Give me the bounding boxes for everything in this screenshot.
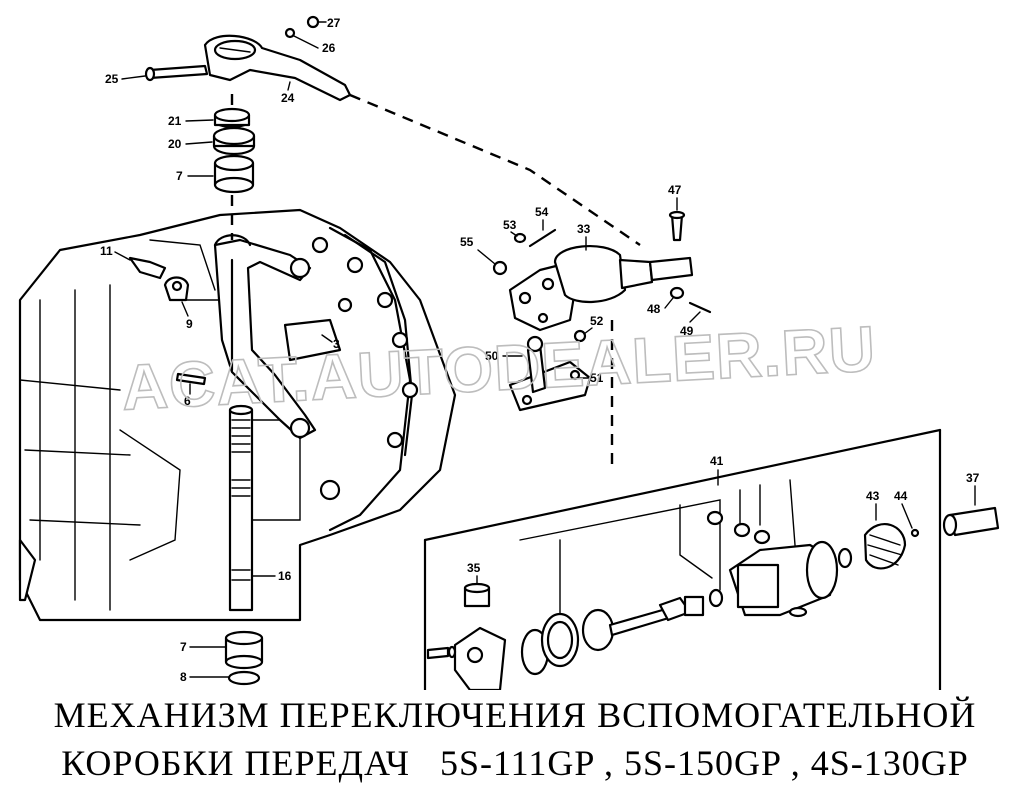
shift-fork [213,234,317,440]
gearbox-housing [18,208,457,622]
lever-assembly [128,15,352,686]
callout-26: 26 [322,41,336,55]
callout-37: 37 [966,471,980,485]
diagram-title-line2: КОРОБКИ ПЕРЕДАЧ 5S-111GP , 5S-150GP , 4S… [61,743,969,783]
callout-44: 44 [894,489,908,503]
shift-shaft [228,404,254,612]
callout-24: 24 [281,91,295,105]
callout-51: 51 [590,371,604,385]
diagram-title-line1: МЕХАНИЗМ ПЕРЕКЛЮЧЕНИЯ ВСПОМОГАТЕЛЬНОЙ [53,695,977,735]
callout-50: 50 [485,349,499,363]
callout-55: 55 [460,235,474,249]
callout-3: 3 [333,337,340,351]
callout-7-top: 7 [176,169,183,183]
callout-7-bottom: 7 [180,640,187,654]
callout-52: 52 [590,314,604,328]
callout-6: 6 [184,394,191,408]
callout-25: 25 [105,72,119,86]
callout-53: 53 [503,218,517,232]
callout-8: 8 [180,670,187,684]
callout-11: 11 [100,244,113,258]
callout-21: 21 [168,114,182,128]
callout-33: 33 [577,222,591,236]
callout-9: 9 [186,317,193,331]
callout-20: 20 [168,137,182,151]
leader-dash-upper [349,93,641,246]
callout-47: 47 [668,183,682,197]
callout-labels: 27 26 25 24 21 20 7 11 9 3 6 16 7 8 47 5… [100,16,980,684]
callout-16: 16 [278,569,292,583]
callout-54: 54 [535,205,549,219]
exploded-view-diagram: 27 26 25 24 21 20 7 11 9 3 6 16 7 8 47 5… [18,15,1000,690]
servo-cylinder [492,210,712,412]
exploded-panel [423,428,1000,690]
callout-35: 35 [467,561,481,575]
callout-48: 48 [647,302,661,316]
callout-27: 27 [327,16,341,30]
callout-41: 41 [710,454,724,468]
callout-49: 49 [680,324,694,338]
callout-43: 43 [866,489,880,503]
